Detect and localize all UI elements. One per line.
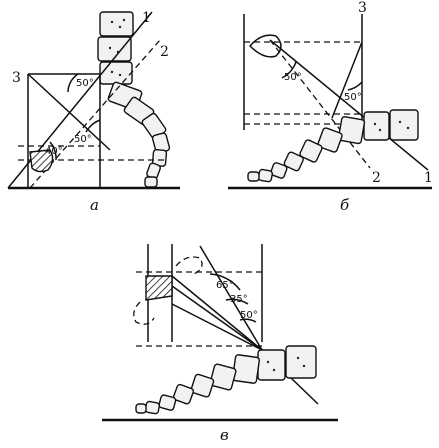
panel-b-line-2 — [269, 39, 371, 169]
panel-b-line-label-2: 2 — [372, 170, 381, 186]
panel-a-line-label-2: 2 — [160, 44, 169, 60]
panel-b-angle-left: 50° — [284, 72, 302, 83]
panel-b-caption: б — [340, 196, 350, 214]
panel-b-angle-right: 50° — [344, 92, 362, 103]
panel-b-arc-left — [281, 61, 297, 79]
panel-c-angle-50: 50° — [240, 310, 258, 321]
panel-b-sight-right — [331, 41, 363, 119]
panel-b-line-label-3: 3 — [358, 0, 367, 16]
panel-a-arc-low — [49, 141, 57, 161]
panel-b-spine — [247, 109, 419, 183]
panel-c: 65° 35° 50° в — [102, 244, 338, 444]
panel-b-line-1 — [269, 39, 429, 171]
panel-c-hatched-field — [145, 275, 173, 301]
panel-b-arc-right — [347, 81, 363, 91]
panel-a-diagonal — [27, 73, 111, 151]
panel-a-arc-top — [67, 73, 79, 93]
panel-b-line-label-1: 1 — [424, 170, 433, 186]
panel-a: 1 2 3 50° 50° 40° а — [7, 10, 180, 214]
panel-c-ray-2 — [171, 285, 263, 351]
panel-a-line-label-1: 1 — [142, 10, 151, 26]
panel-b-eye — [248, 34, 282, 58]
panel-c-angle-35: 35° — [230, 294, 248, 305]
panel-c-arc-50 — [239, 318, 257, 323]
panel-c-eye-lower — [133, 301, 155, 325]
panel-c-angle-65: 65° — [216, 280, 234, 291]
panel-c-eye-upper — [175, 256, 203, 275]
panel-a-caption: а — [90, 196, 99, 214]
panel-c-ray-1 — [171, 275, 263, 351]
panel-c-arc-35 — [225, 298, 249, 305]
panel-a-line-label-3: 3 — [12, 70, 21, 86]
panel-a-arc-mid — [85, 119, 101, 133]
panel-c-arc-65 — [209, 273, 241, 291]
panel-b: 3 2 1 50° 50° б — [228, 0, 433, 214]
panel-a-spine — [97, 11, 171, 188]
panel-a-angle-top: 50° — [76, 78, 94, 89]
panel-c-caption: в — [220, 426, 229, 444]
panel-c-spine — [135, 345, 317, 415]
panel-a-angle-mid: 50° — [74, 134, 92, 145]
panel-a-angle-low: 40° — [45, 146, 63, 157]
panel-c-ray-3 — [171, 303, 263, 351]
panel-c-ray-4 — [199, 245, 263, 351]
panel-a-hatched-field — [29, 149, 54, 173]
